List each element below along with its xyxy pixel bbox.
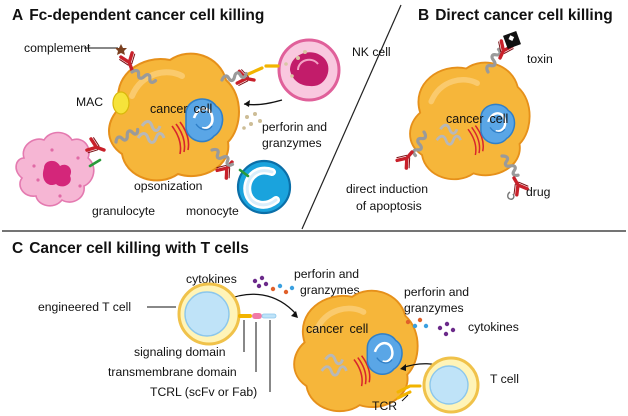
opsonization-label: opsonization — [134, 179, 202, 193]
monocyte-label: monocyte — [186, 204, 239, 218]
perforin-granules-a — [242, 112, 262, 130]
perforin-label-c-right: perforin and — [404, 285, 469, 299]
nk-cell-label: NK cell — [352, 45, 391, 59]
drug-label: drug — [526, 185, 550, 199]
complement-label: complement — [24, 41, 91, 55]
cytokines-label-right: cytokines — [468, 320, 519, 334]
drug-icon — [507, 191, 515, 200]
granzymes-label-c-left: granzymes — [300, 283, 360, 297]
engineered-t-cell — [177, 282, 241, 346]
tcr-complex — [396, 384, 422, 400]
divider-diagonal — [301, 4, 402, 230]
perforin-label-c-left: perforin and — [294, 267, 359, 281]
granzymes-label-a: granzymes — [262, 136, 322, 150]
mac-label: MAC — [76, 95, 103, 109]
engineered-t-cell-label: engineered T cell — [38, 300, 131, 314]
cytokine-dots-left — [252, 275, 269, 289]
mac-pore-icon — [112, 91, 130, 115]
nk-fc-receptor — [242, 64, 280, 78]
of-apoptosis-label: of apoptosis — [356, 199, 422, 213]
granulocyte-label: granulocyte — [92, 204, 155, 218]
granulocyte — [15, 131, 95, 207]
cancer-cell-a — [109, 54, 239, 181]
toxin-icon — [503, 31, 521, 49]
tcrl-label: TCRL (scFv or Fab) — [150, 385, 257, 399]
perforin-granules-c-left — [270, 283, 295, 295]
monocyte — [236, 159, 292, 215]
transmembrane-domain-label: transmembrane domain — [108, 365, 237, 379]
tcr-label: TCR — [372, 399, 397, 413]
signaling-domain-label: signaling domain — [134, 345, 225, 359]
t-cell-label: T cell — [490, 372, 519, 386]
direct-induction-label: direct induction — [346, 182, 428, 196]
cytokines-label-left: cytokines — [186, 272, 237, 286]
granzymes-label-c-right: granzymes — [404, 301, 464, 315]
toxin-label: toxin — [527, 52, 553, 66]
perforin-label-a: perforin and — [262, 120, 327, 134]
t-cell — [422, 356, 480, 414]
nk-cell — [277, 38, 341, 102]
cytokine-dots-right — [437, 321, 456, 337]
complement-star-icon — [115, 44, 127, 55]
perforin-granules-c-right — [405, 317, 429, 329]
car-construct — [238, 313, 277, 319]
